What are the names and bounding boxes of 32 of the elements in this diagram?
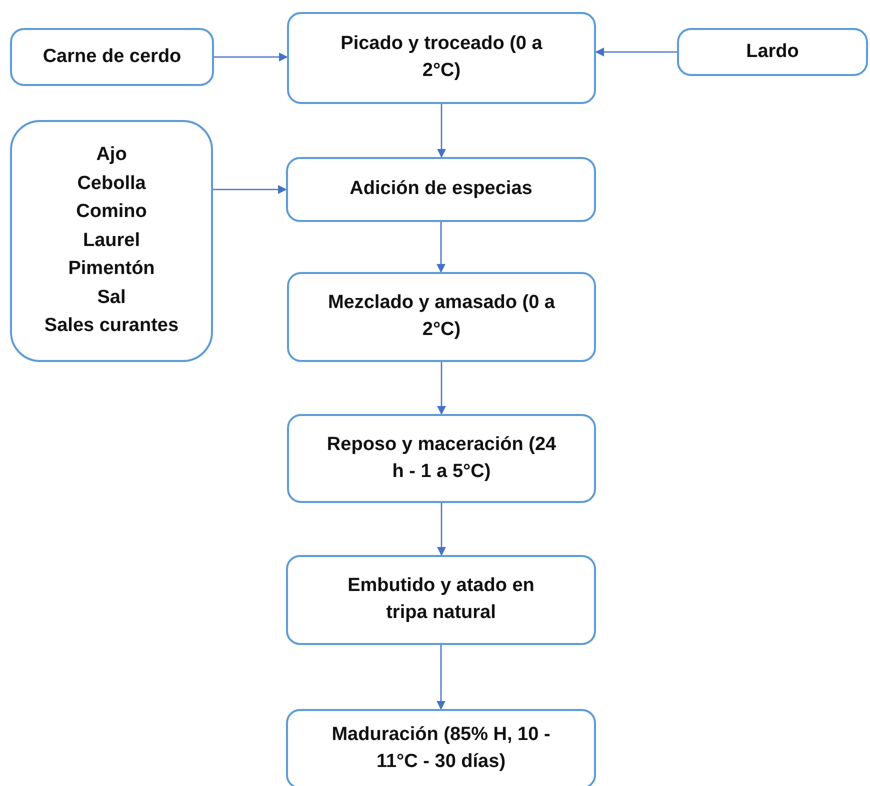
ingredient-label: Sal xyxy=(97,286,126,310)
step-label: Reposo y maceración (24 h - 1 a 5°C) xyxy=(326,432,556,484)
process-box xyxy=(286,709,596,786)
step-label: Picado y troceado (0 a 2°C) xyxy=(340,32,544,83)
ingredient-label: Sales curantes xyxy=(44,314,179,338)
ingredient-label: Cebolla xyxy=(77,172,146,196)
step-label: Embutido y atado en tripa natural xyxy=(346,574,536,625)
arrow xyxy=(436,503,446,556)
arrow xyxy=(436,222,446,273)
ingredient-label: Comino xyxy=(76,200,147,224)
process-box xyxy=(286,157,596,222)
step-label: Carne de cerdo xyxy=(42,44,182,69)
arrow xyxy=(595,47,677,57)
arrow xyxy=(436,362,446,415)
step-label: Mezclado y amasado (0 a 2°C) xyxy=(326,291,556,342)
step-label: Maduración (85% H, 10 - 11°C - 30 días) xyxy=(330,723,552,774)
step-label: Adición de especias xyxy=(350,177,532,202)
arrow xyxy=(436,104,446,158)
arrow xyxy=(214,52,288,62)
process-box xyxy=(287,414,596,503)
ingredient-label: Laurel xyxy=(82,228,140,253)
ingredient-label: Pimentón xyxy=(68,257,155,282)
process-box xyxy=(287,12,596,104)
process-box xyxy=(287,272,596,362)
arrow xyxy=(213,184,287,194)
ingredient-label: Ajo xyxy=(96,143,127,168)
arrow xyxy=(436,645,446,710)
step-label: Lardo xyxy=(746,40,799,64)
input-box xyxy=(10,28,214,86)
process-box xyxy=(286,555,596,645)
ingredients-box xyxy=(10,120,213,362)
input-box xyxy=(677,28,868,76)
